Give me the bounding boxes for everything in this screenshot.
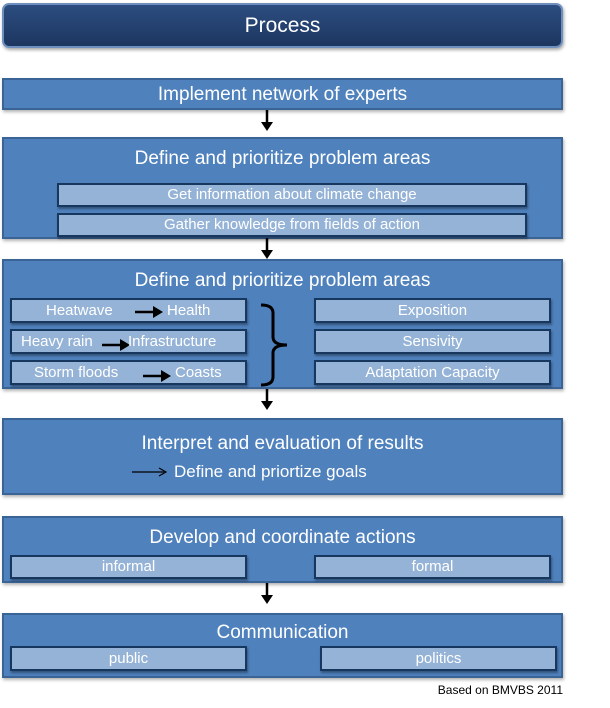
action-formal: formal (314, 555, 551, 579)
down-arrow-icon (261, 389, 273, 410)
factor-exposition: Exposition (314, 298, 551, 323)
communication-public: public (10, 646, 247, 671)
step-define-problem-areas-2: Define and prioritize problem areas Heat… (2, 259, 563, 389)
communication-politics: politics (320, 646, 557, 671)
step-interpret-results: Interpret and evaluation of results Defi… (2, 418, 563, 495)
step-1-title: Implement network of experts (157, 84, 408, 105)
step-develop-actions: Develop and coordinate actions informal … (2, 516, 563, 583)
step-6-title: Communication (216, 622, 349, 643)
step-4-title: Interpret and evaluation of results (141, 433, 424, 454)
down-arrow-icon (261, 110, 273, 131)
step-3-title: Define and prioritize problem areas (134, 270, 431, 291)
right-arrow-icon (102, 339, 130, 351)
source-note: Based on BMVBS 2011 (437, 683, 563, 697)
curly-brace-icon (260, 303, 288, 387)
pair-from-label: Heatwave (46, 302, 113, 319)
pair-rain-infrastructure: Heavy rain Infrastructure (10, 329, 247, 354)
step-implement-network: Implement network of experts (2, 78, 563, 110)
pair-to-label: Health (167, 302, 211, 319)
right-arrow-icon (143, 370, 171, 382)
knowledge-box: Gather knowledge from fields of action (57, 213, 527, 237)
pair-to-label: Coasts (175, 364, 222, 381)
factor-sensivity: Sensivity (314, 329, 551, 354)
action-informal: informal (10, 555, 247, 579)
step-5-title: Develop and coordinate actions (149, 527, 416, 548)
factor-adaptation-capacity: Adaptation Capacity (314, 360, 551, 385)
down-arrow-icon (261, 238, 273, 259)
climate-info-box: Get information about climate change (57, 183, 527, 207)
step-2-title: Define and prioritize problem areas (134, 148, 431, 169)
pair-heatwave-health: Heatwave Health (10, 298, 247, 323)
pair-from-label: Storm floods (34, 364, 119, 381)
step-communication: Communication public politics (2, 613, 563, 678)
thin-right-arrow-icon (132, 467, 168, 477)
diagram-title: Process (2, 3, 563, 48)
pair-floods-coasts: Storm floods Coasts (10, 360, 247, 385)
pair-from-label: Heavy rain (21, 333, 93, 350)
step-4-goal: Define and priortize goals (174, 462, 367, 481)
step-define-problem-areas-1: Define and prioritize problem areas Get … (2, 137, 563, 239)
down-arrow-icon (261, 583, 273, 604)
pair-to-label: Infrastructure (128, 333, 217, 350)
right-arrow-icon (135, 306, 163, 318)
